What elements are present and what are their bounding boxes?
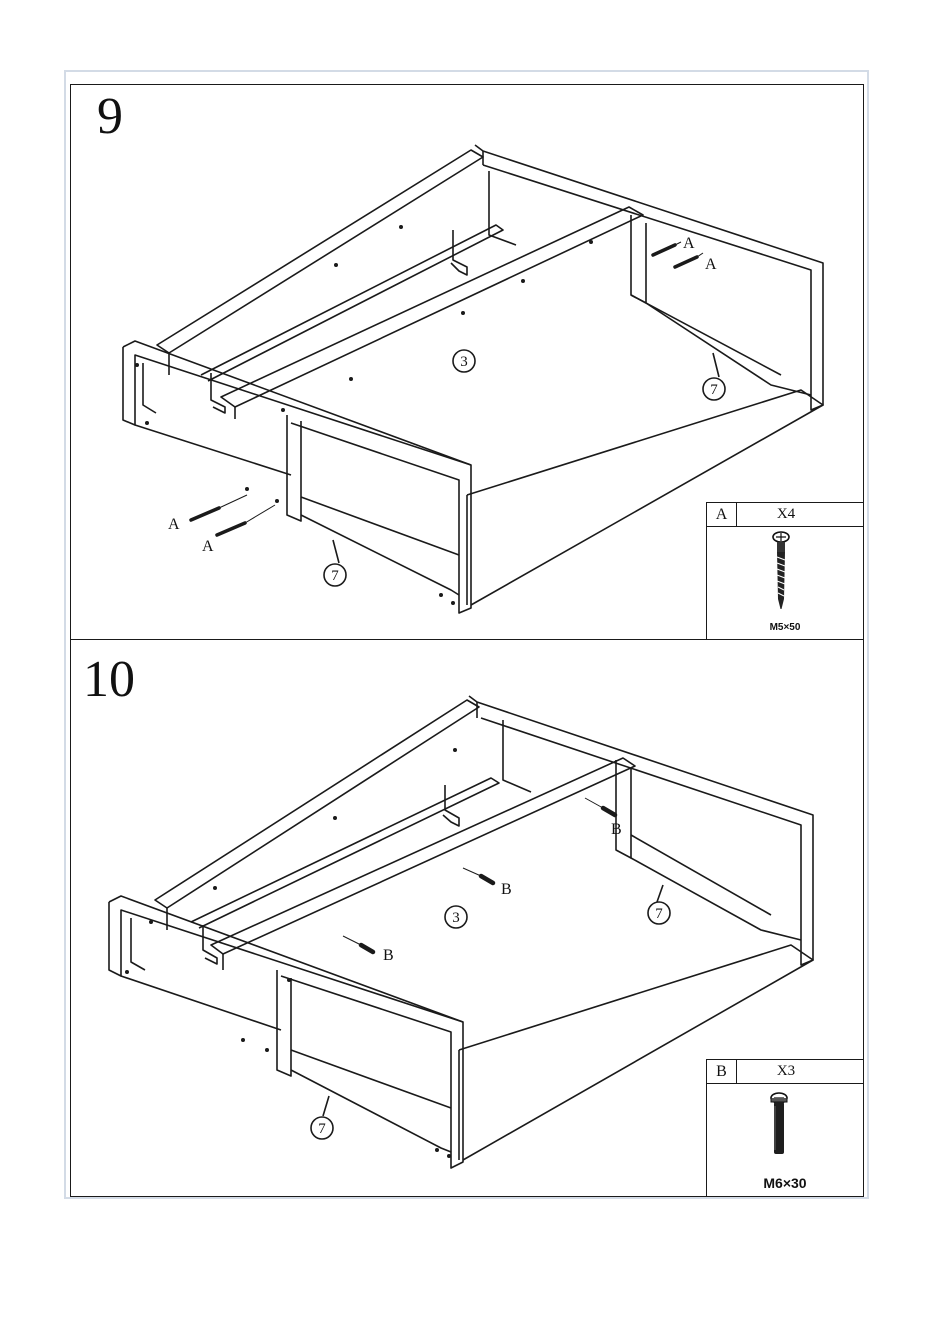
center-rail <box>211 758 635 954</box>
part-label-center-rail: 3 <box>452 910 460 926</box>
screw-label-b: B <box>501 881 512 898</box>
hardware-letter: A <box>707 503 737 526</box>
screw-label-b: B <box>611 821 622 838</box>
hardware-size: M5×50 <box>707 622 863 633</box>
screw-label-a: A <box>705 256 717 273</box>
back-rail <box>157 150 483 353</box>
hardware-quantity: X3 <box>737 1060 863 1083</box>
screw-label-a: A <box>168 516 180 533</box>
machine-screw-icon <box>707 1086 863 1176</box>
hardware-header: A X4 <box>707 503 863 527</box>
screw-label-a: A <box>202 538 214 555</box>
screw-a <box>675 257 697 267</box>
wood-screw-icon <box>707 529 863 609</box>
screw-labels: A A A A <box>168 235 717 555</box>
center-rail <box>221 207 643 407</box>
part-label-center-rail: 3 <box>460 354 468 370</box>
hardware-header: B X3 <box>707 1060 863 1084</box>
screw-b <box>603 808 615 815</box>
hardware-box-b: B X3 M6×30 <box>706 1059 864 1197</box>
step-9-panel: 9 <box>70 84 864 640</box>
screw-label-a: A <box>683 235 695 252</box>
screw-label-b: B <box>383 947 394 964</box>
right-end-frame <box>469 696 813 965</box>
hardware-size: M6×30 <box>707 1175 863 1191</box>
hardware-quantity: X4 <box>737 503 863 526</box>
part-label-end-frame: 7 <box>655 906 663 922</box>
step-10-panel: 10 <box>70 640 864 1197</box>
back-rail <box>155 700 479 908</box>
hardware-letter: B <box>707 1060 737 1083</box>
part-label-end-frame: 7 <box>318 1121 326 1137</box>
screw-a <box>217 523 245 535</box>
part-label-end-frame: 7 <box>710 382 718 398</box>
left-end-frame <box>109 902 463 1168</box>
screw-b <box>361 945 373 952</box>
part-label-end-frame: 7 <box>331 568 339 584</box>
screw-labels: B B B <box>383 821 622 964</box>
screw-a <box>191 508 219 520</box>
screw-b <box>481 876 493 883</box>
screw-a <box>653 245 675 255</box>
hardware-box-a: A X4 M5×50 <box>706 502 864 640</box>
